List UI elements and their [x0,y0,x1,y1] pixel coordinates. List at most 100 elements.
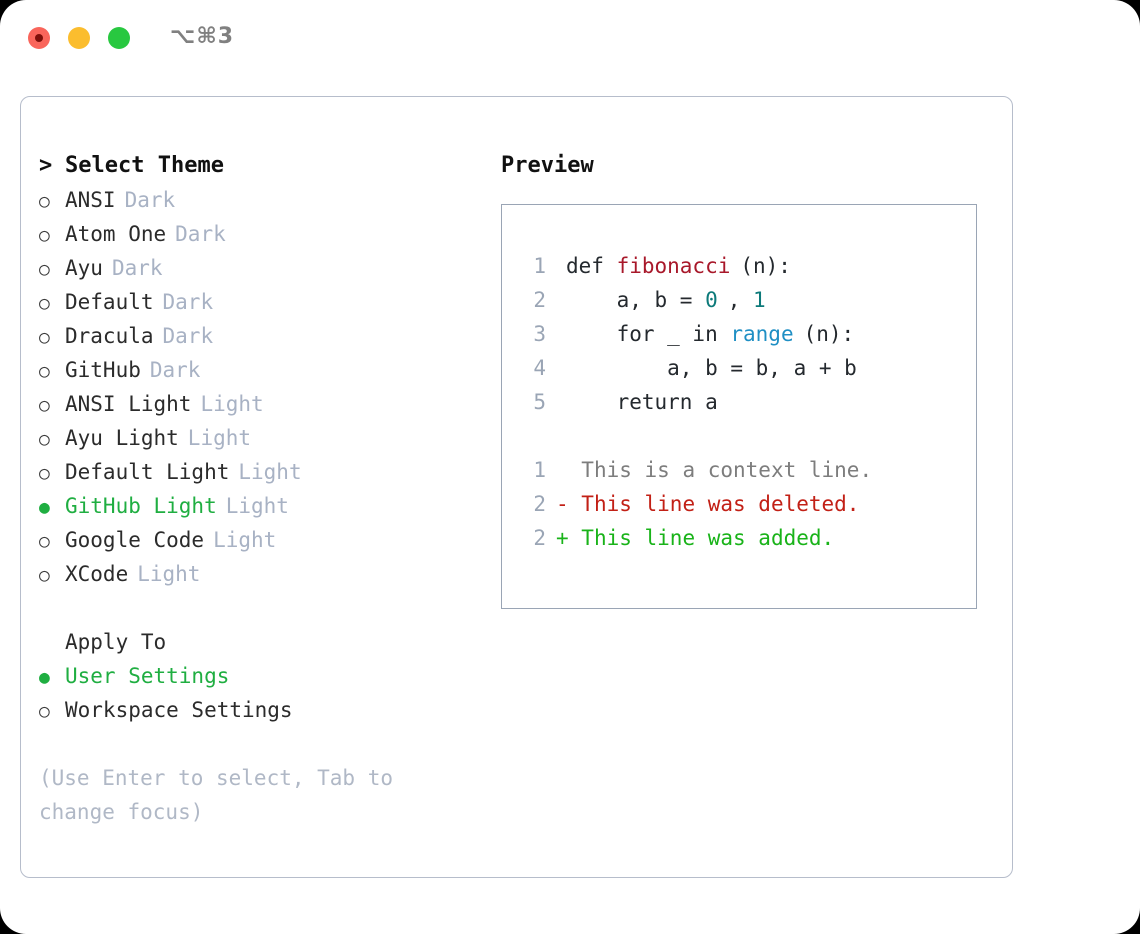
theme-category-badge: Light [213,528,277,552]
title-bar: ⌥⌘3 [0,0,1140,78]
radio-unselected-icon: ○ [39,361,50,382]
code-token-plain: , [727,288,754,312]
radio-selected-icon: ● [39,667,50,688]
theme-option-google-code[interactable]: ○ Google Code Light [39,523,479,557]
close-icon [35,34,43,42]
radio-unselected-icon: ○ [39,327,50,348]
radio-unselected-icon: ○ [39,395,50,416]
line-number: 5 [533,390,546,414]
diff-line-del: 2- This line was deleted. [520,487,872,521]
code-line: 5 return a [520,385,857,419]
keyboard-hint-text: (Use Enter to select, Tab to change focu… [39,766,394,824]
code-token-plain: a, b = b, a + b [566,356,857,380]
theme-option-ansi[interactable]: ○ ANSI Dark [39,183,479,217]
theme-option-label: XCode [65,562,129,586]
code-line-text: a, b = b, a + b [556,356,857,380]
theme-option-label: Dracula [65,324,154,348]
theme-list-header: > Select Theme [39,149,479,183]
code-token-plain: return a [566,390,718,414]
radio-unselected-icon: ○ [39,191,50,212]
line-number: 3 [533,322,546,346]
theme-category-badge: Dark [162,290,214,314]
code-token-plain: (n): [803,322,855,346]
theme-category-badge: Dark [111,256,163,280]
preview-title: Preview [501,153,594,178]
theme-option-label: Ayu [65,256,103,280]
theme-category-badge: Light [225,494,289,518]
diff-line-text: - This line was deleted. [556,492,859,516]
minimize-window-button[interactable] [68,27,90,49]
radio-unselected-icon: ○ [39,429,50,450]
theme-category-badge: Dark [175,222,226,246]
radio-unselected-icon: ○ [39,225,50,246]
theme-option-label: GitHub Light [65,494,217,518]
theme-option-label: Default Light [65,460,230,484]
maximize-window-button[interactable] [108,27,130,49]
diff-sample: 1 This is a context line.2- This line wa… [520,453,872,555]
theme-list-header-label: Select Theme [65,153,224,178]
theme-option-ayu-light[interactable]: ○ Ayu Light Light [39,421,479,455]
theme-option-label: ANSI Light [65,392,192,416]
apply-to-header: Apply To [65,630,167,654]
radio-unselected-icon: ○ [39,463,50,484]
radio-unselected-icon: ○ [39,259,50,280]
apply-to-option-label: User Settings [65,664,230,688]
radio-unselected-icon: ○ [39,531,50,552]
theme-option-label: Default [65,290,154,314]
radio-unselected-icon: ○ [39,293,50,314]
code-token-num: 1 [753,288,766,312]
apply-to-option-label: Workspace Settings [65,698,293,722]
theme-category-badge: Dark [149,358,201,382]
close-window-button[interactable] [28,27,50,49]
code-line: 2 a, b = 0, 1 [520,283,857,317]
theme-option-label: Ayu Light [65,426,179,450]
diff-text: This line was deleted. [581,492,860,516]
theme-option-default[interactable]: ○ Default Dark [39,285,479,319]
code-token-plain: def [566,254,617,278]
code-token-call: range [730,322,794,346]
apply-to-option-user-settings[interactable]: ● User Settings [39,659,479,693]
theme-option-ansi-light[interactable]: ○ ANSI Light Light [39,387,479,421]
code-token-plain: for _ in [566,322,731,346]
theme-category-badge: Light [200,392,264,416]
diff-line-add: 2 + This line was added. [520,521,872,555]
diff-text: This is a context line. [581,458,873,482]
theme-category-badge: Light [187,426,252,450]
diff-line-text: This is a context line. [556,458,872,482]
code-line: 4 a, b = b, a + b [520,351,857,385]
theme-option-ayu[interactable]: ○ Ayu Dark [39,251,479,285]
radio-unselected-icon: ○ [39,701,50,722]
theme-category-badge: Light [238,460,302,484]
code-line-text: def fibonacci(n): [556,254,791,278]
diff-marker: - [556,492,582,516]
line-number: 2 [533,492,546,516]
code-token-fn: fibonacci [616,254,731,278]
diff-line-text: + This line was added. [556,526,834,550]
line-number: 1 [533,458,546,482]
diff-text: This line was added. [581,526,835,550]
theme-option-label: ANSI [65,188,116,212]
line-number: 4 [533,356,546,380]
diff-marker [556,458,581,482]
code-token-num: 0 [705,288,718,312]
apply-to-options-list: ● User Settings ○ Workspace Settings [39,659,479,727]
selection-caret-icon: > [39,153,53,178]
theme-category-badge: Dark [124,188,176,212]
line-number: 2 [533,526,546,550]
radio-unselected-icon: ○ [39,565,50,586]
code-line-text: return a [556,390,718,414]
theme-option-label: Google Code [65,528,205,552]
theme-option-default-light[interactable]: ○ Default Light Light [39,455,479,489]
apply-to-option-workspace-settings[interactable]: ○ Workspace Settings [39,693,479,727]
